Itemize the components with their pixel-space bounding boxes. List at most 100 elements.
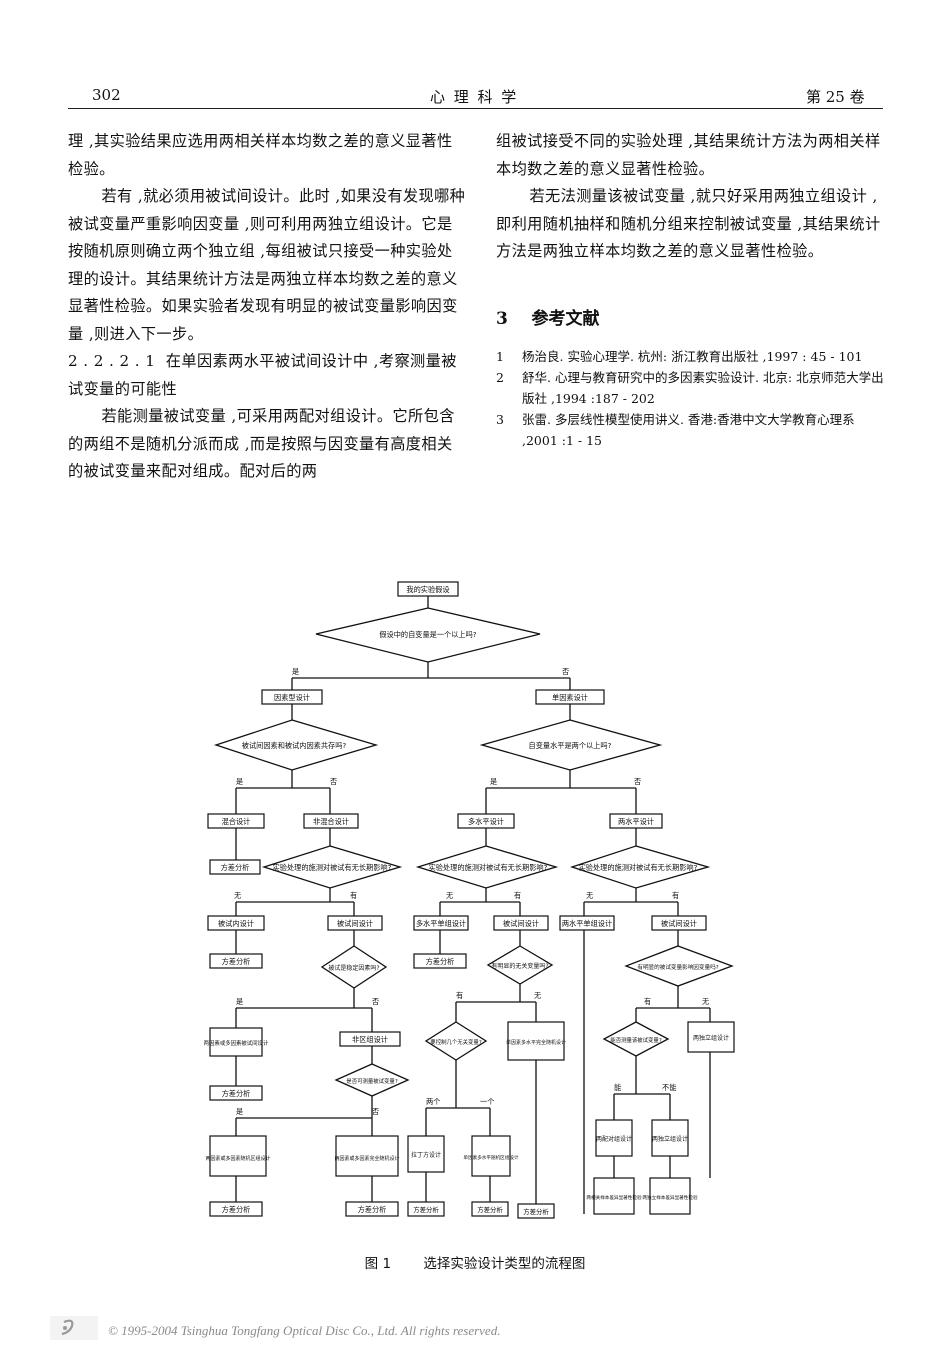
multi-level-box bbox=[457, 813, 515, 829]
anova-label: 方差分析 bbox=[222, 1089, 251, 1098]
label-no: 否 bbox=[634, 777, 641, 786]
label-can: 能 bbox=[614, 1083, 621, 1092]
figure-title: 选择实验设计类型的流程图 bbox=[423, 1256, 586, 1272]
left-column: 理 ,其实验结果应选用两相关样本均数之差的意义显著性检验。 若有 ,就必须用被试… bbox=[68, 128, 468, 486]
paired-test-label: 两相关样本差异显著性检验 bbox=[586, 1194, 642, 1201]
two-level-box bbox=[609, 813, 663, 829]
start-box bbox=[397, 581, 459, 597]
anova-label: 方差分析 bbox=[222, 1205, 251, 1214]
single-block-box bbox=[471, 1135, 511, 1177]
label-yes: 是 bbox=[292, 667, 299, 676]
indep-test-box bbox=[649, 1177, 691, 1215]
right-paragraph-1: 组被试接受不同的实验处理 ,其结果统计方法为两相关样本均数之差的意义显著性检验。 bbox=[496, 132, 881, 178]
mixed-label: 混合设计 bbox=[222, 817, 251, 826]
right-column: 组被试接受不同的实验处理 ,其结果统计方法为两相关样本均数之差的意义显著性检验。… bbox=[496, 128, 886, 266]
label-no: 否 bbox=[330, 777, 337, 786]
between-label: 被试间设计 bbox=[337, 919, 373, 928]
indep-test-label: 两独立样本差异显著性检验 bbox=[642, 1194, 698, 1201]
label-no: 否 bbox=[562, 667, 569, 676]
single-random-label: 单因素多水平完全随机设计 bbox=[506, 1039, 566, 1046]
start-box-label: 我的实验假设 bbox=[406, 585, 449, 594]
anova-box bbox=[413, 953, 467, 969]
decision-carry-a-label: 实验处理的施测对被试有无长期影响? bbox=[273, 863, 392, 872]
between-label: 被试间设计 bbox=[661, 919, 697, 928]
between-box-b bbox=[493, 915, 549, 931]
flowchart: 是 否 是 否 是 否 无 有 无 有 无 有 是 否 有 无 有 无 是 否 … bbox=[204, 581, 735, 1219]
latin-label: 拉丁方设计 bbox=[411, 1151, 441, 1159]
label-no: 否 bbox=[372, 997, 379, 1006]
decision-important-b-label: 有明显的被试变量影响因变量吗? bbox=[637, 963, 718, 971]
block-b-label: 两因素或多因素随机区组设计 bbox=[205, 1155, 270, 1162]
left-paragraph-2: 若有 ,就必须用被试间设计。此时 ,如果没有发现哪种被试变量严重影响因变量 ,则… bbox=[68, 187, 466, 343]
copyright-footer: © 1995-2004 Tsinghua Tongfang Optical Di… bbox=[108, 1323, 501, 1338]
volume-label: 第 25 卷 bbox=[806, 88, 865, 106]
label-yes: 是 bbox=[236, 1107, 243, 1116]
two-indep-a-label: 两独立组设计 bbox=[693, 1034, 729, 1042]
single-block-label: 单因素多水平随机区组设计 bbox=[463, 1154, 519, 1161]
multi-within-label: 多水平单组设计 bbox=[416, 919, 466, 928]
multi-within-box bbox=[413, 915, 469, 931]
decision-subject-var-label: 被试间因素和被试内因素共存吗? bbox=[242, 741, 347, 750]
anova-box bbox=[209, 953, 263, 969]
decision-stable bbox=[320, 945, 388, 989]
label-cannot: 不能 bbox=[662, 1083, 676, 1092]
anova-label: 方差分析 bbox=[358, 1205, 387, 1214]
within-box bbox=[207, 915, 265, 931]
single-random-box bbox=[507, 1021, 565, 1061]
anova-box bbox=[517, 1203, 555, 1219]
paired-box bbox=[595, 1119, 633, 1157]
label-two: 两个 bbox=[426, 1097, 440, 1106]
paired-test-box bbox=[593, 1177, 635, 1215]
label-yes: 是 bbox=[490, 777, 497, 786]
label-none: 无 bbox=[534, 991, 541, 1000]
subsection-title: 在单因素两水平被试间设计中 ,考察测量被试变量的可能性 bbox=[68, 352, 457, 398]
section-number: 3 bbox=[496, 309, 508, 329]
nonblock-label: 非区组设计 bbox=[352, 1035, 388, 1044]
latin-box bbox=[407, 1135, 445, 1173]
decision-carry-b-label: 实验处理的施测对被试有无长期影响? bbox=[429, 863, 548, 872]
header-rule bbox=[68, 108, 883, 109]
nonmixed-label: 非混合设计 bbox=[313, 817, 349, 826]
multi-level-label: 多水平设计 bbox=[468, 817, 504, 826]
section-heading: 3 参考文献 bbox=[496, 304, 600, 329]
two-within-box bbox=[559, 915, 615, 931]
section-title: 参考文献 bbox=[531, 309, 600, 329]
between-box-c bbox=[651, 915, 707, 931]
figure-caption: 图 1 选择实验设计类型的流程图 bbox=[0, 1252, 950, 1272]
label-none: 无 bbox=[234, 891, 241, 900]
decision-carry-c bbox=[569, 845, 711, 889]
subsection-heading: 2 . 2 . 2 . 1 在单因素两水平被试间设计中 ,考察测量被试变量的可能… bbox=[68, 348, 468, 403]
label-have: 有 bbox=[350, 891, 357, 900]
left-paragraph-4: 若能测量被试变量 ,可采用两配对组设计。它所包含的两组不是随机分派而成 ,而是按… bbox=[68, 407, 455, 480]
two-indep-b-label: 两独立组设计 bbox=[652, 1135, 688, 1143]
two-level-label: 两水平设计 bbox=[618, 817, 654, 826]
within-label: 被试内设计 bbox=[218, 919, 254, 928]
decision-root bbox=[315, 607, 541, 663]
paired-label: 两配对组设计 bbox=[596, 1135, 632, 1143]
anova-box bbox=[209, 1085, 263, 1101]
anova-label: 方差分析 bbox=[221, 863, 250, 872]
anova-label: 方差分析 bbox=[426, 957, 455, 966]
label-no: 否 bbox=[372, 1107, 379, 1116]
single-factor-box bbox=[535, 689, 605, 705]
anova-box bbox=[407, 1201, 445, 1217]
publisher-logo-icon bbox=[50, 1316, 98, 1340]
two-indep-a-box bbox=[687, 1021, 735, 1053]
page-number: 302 bbox=[92, 86, 121, 104]
anova-box bbox=[345, 1201, 399, 1217]
decision-important-b bbox=[624, 945, 734, 987]
anova-label: 方差分析 bbox=[413, 1205, 439, 1214]
random-multi-label: 两因素或多因素完全随机设计 bbox=[334, 1155, 399, 1162]
decision-levels bbox=[479, 719, 663, 771]
anova-label: 方差分析 bbox=[477, 1205, 503, 1214]
figure-label: 图 1 bbox=[364, 1256, 392, 1272]
anova-box bbox=[209, 859, 261, 875]
decision-can-measure bbox=[602, 1021, 670, 1057]
decision-carry-b bbox=[415, 845, 559, 889]
label-none: 无 bbox=[446, 891, 453, 900]
label-have: 有 bbox=[672, 891, 679, 900]
label-have: 有 bbox=[644, 997, 651, 1006]
decision-can-measure-label: 能否测量该被试变量? bbox=[610, 1036, 662, 1044]
